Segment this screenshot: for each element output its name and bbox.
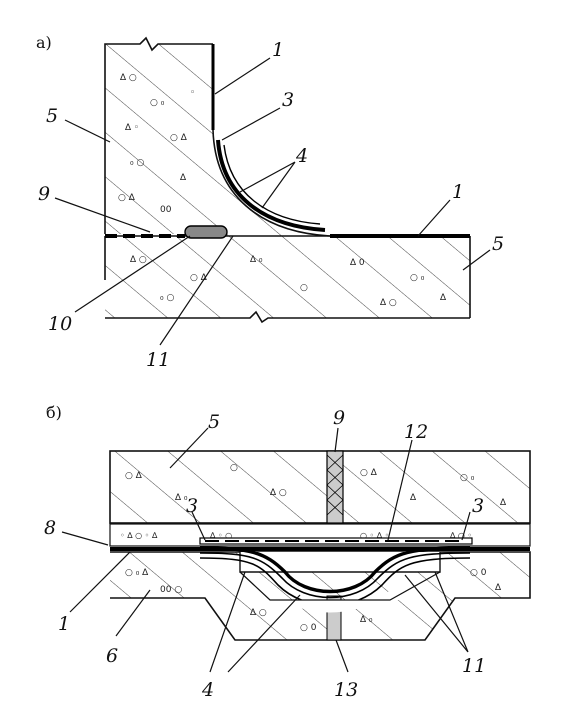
corner-fillet (212, 129, 331, 237)
svg-text:○ ∆: ○ ∆ (118, 193, 136, 203)
svg-text:∆ ○: ∆ ○ (379, 298, 397, 308)
label-5-right: 5 (492, 233, 504, 255)
svg-text:∆: ∆ (409, 493, 417, 503)
svg-text:∆ ○: ∆ ○ (269, 488, 287, 498)
joint-seal-a (184, 225, 228, 239)
svg-text:○ ₀: ○ ₀ (460, 473, 475, 483)
svg-text:00: 00 (160, 205, 172, 215)
svg-text:∆ ₀: ∆ ₀ (359, 615, 373, 625)
label-5-left: 5 (46, 105, 58, 127)
svg-text:∆: ∆ (494, 583, 502, 593)
svg-text:∆ ○: ∆ ○ (119, 73, 137, 83)
svg-text:∆ ₀: ∆ ₀ (249, 255, 263, 265)
svg-text:∆ ₀: ∆ ₀ (174, 493, 188, 503)
svg-text:∆: ∆ (499, 498, 507, 508)
figure-b: б) ○ ∆ ∆ ₀ ○ ∆ ○ ○ ∆ ∆ ○ ₀ ∆ ◦ ∆ ○ ◦ ∆ ∆ ◦ ○ ○ … (44, 403, 531, 701)
svg-text:00 ○: 00 ○ (160, 585, 182, 595)
svg-text:∆ 0: ∆ 0 (349, 258, 365, 268)
wall-concrete: ∆ ○ ○ ₀ ∆ ◦ ○ ∆ ₀ ○ ∆ ○ ∆ 00 ◦ (104, 36, 215, 234)
svg-text:₀ ○: ₀ ○ (130, 158, 144, 168)
floor-slab: ∆ ○ ○ ∆ ∆ ₀ ○ ∆ 0 ○ ₀ ∆ ₀ ○ ∆ ○ (104, 225, 471, 324)
label-b-3-left: 3 (186, 495, 198, 517)
screed-layer: ◦ ∆ ○ ◦ ∆ ∆ ◦ ○ ○ ◦ ∆ ◦ ∆ ○ ◦ (109, 523, 531, 547)
figure-a: а) ∆ ○ ○ ₀ ∆ ◦ ○ ∆ ₀ ○ ∆ ○ ∆ 00 ◦ ∆ ○ ○ ∆ ∆ ₀ ○ ∆ (36, 33, 504, 371)
svg-text:∆ ○: ∆ ○ (129, 255, 147, 265)
svg-text:○ 0: ○ 0 (470, 568, 487, 578)
svg-text:∆ ◦ ○: ∆ ◦ ○ (209, 531, 232, 540)
label-9: 9 (38, 183, 50, 205)
svg-text:◦ ∆ ○ ◦ ∆: ◦ ∆ ○ ◦ ∆ (120, 531, 158, 540)
svg-text:∆: ∆ (179, 173, 187, 183)
label-1-right: 1 (452, 181, 464, 203)
svg-text:◦: ◦ (190, 88, 195, 98)
svg-text:○: ○ (230, 463, 238, 473)
figure-a-leaders (54, 57, 491, 346)
label-b-8: 8 (44, 517, 56, 539)
label-b-13: 13 (334, 679, 358, 701)
label-b-6: 6 (106, 645, 118, 667)
figure-a-caption: а) (36, 33, 52, 52)
label-b-5: 5 (208, 411, 220, 433)
svg-text:○ ∆: ○ ∆ (125, 471, 143, 481)
label-b-4: 4 (201, 679, 214, 701)
svg-text:○ ◦ ∆ ◦: ○ ◦ ∆ ◦ (360, 531, 389, 540)
svg-text:○ ₀: ○ ₀ (150, 98, 165, 108)
svg-text:○ ₀: ○ ₀ (410, 273, 425, 283)
label-b-3-right: 3 (472, 495, 484, 517)
label-b-9: 9 (333, 407, 345, 429)
svg-text:○ ₀ ∆: ○ ₀ ∆ (125, 568, 149, 578)
label-4: 4 (295, 145, 308, 167)
label-1-top: 1 (272, 39, 284, 61)
svg-text:○ ∆: ○ ∆ (190, 273, 208, 283)
svg-text:∆ ○: ∆ ○ (249, 608, 267, 618)
top-slab: ○ ∆ ∆ ₀ ○ ∆ ○ ○ ∆ ∆ ○ ₀ ∆ (109, 450, 531, 524)
label-3: 3 (282, 89, 294, 111)
svg-text:∆: ∆ (439, 293, 447, 303)
label-b-1: 1 (58, 613, 70, 635)
svg-text:○ 0: ○ 0 (300, 623, 317, 633)
svg-text:○ ∆: ○ ∆ (170, 133, 188, 143)
svg-text:∆ ○ ◦: ∆ ○ ◦ (449, 531, 472, 540)
svg-text:○ ∆: ○ ∆ (360, 468, 378, 478)
label-b-11: 11 (462, 655, 486, 677)
svg-text:○: ○ (300, 283, 308, 293)
label-11: 11 (146, 349, 170, 371)
base-slab: ○ ₀ ∆ 00 ○ ∆ ○ ○ 0 ∆ ₀ ○ 0 ∆ (110, 551, 531, 641)
svg-text:∆ ◦: ∆ ◦ (124, 123, 139, 133)
figure-b-leaders (61, 427, 471, 673)
compensator (199, 546, 471, 613)
label-10: 10 (48, 313, 72, 335)
figure-b-caption: б) (46, 403, 62, 422)
svg-text:₀ ○: ₀ ○ (160, 293, 174, 303)
label-b-12: 12 (404, 421, 428, 443)
